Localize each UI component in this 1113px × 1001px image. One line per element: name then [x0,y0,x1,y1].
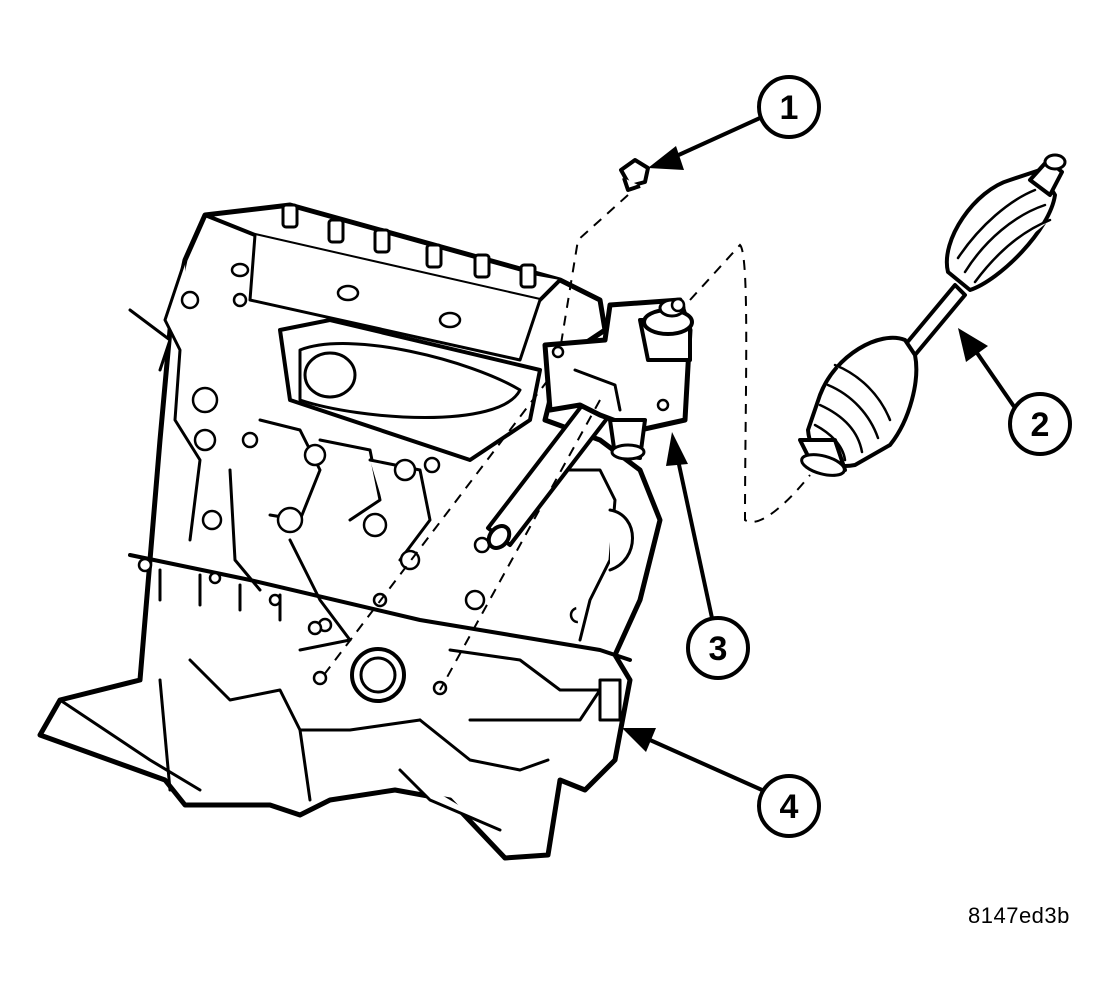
callout-3: 3 [666,432,750,680]
callout-label: 2 [1031,406,1050,444]
engine-block [37,202,663,861]
callout-2: 2 [958,328,1072,456]
callout-circle [757,75,821,139]
callout-4: 4 [622,728,821,838]
callout-circle [757,774,821,838]
bolt [619,158,650,192]
callout-label: 4 [780,788,799,826]
callout-label: 1 [780,89,799,127]
callout-circle [686,616,750,680]
callout-label: 3 [709,630,728,668]
callout-circle [1008,392,1072,456]
figure-id: 8147ed3b [968,903,1070,928]
alignment-lines [319,194,811,691]
drive-shaft [798,153,1067,477]
callout-1: 1 [648,75,821,170]
